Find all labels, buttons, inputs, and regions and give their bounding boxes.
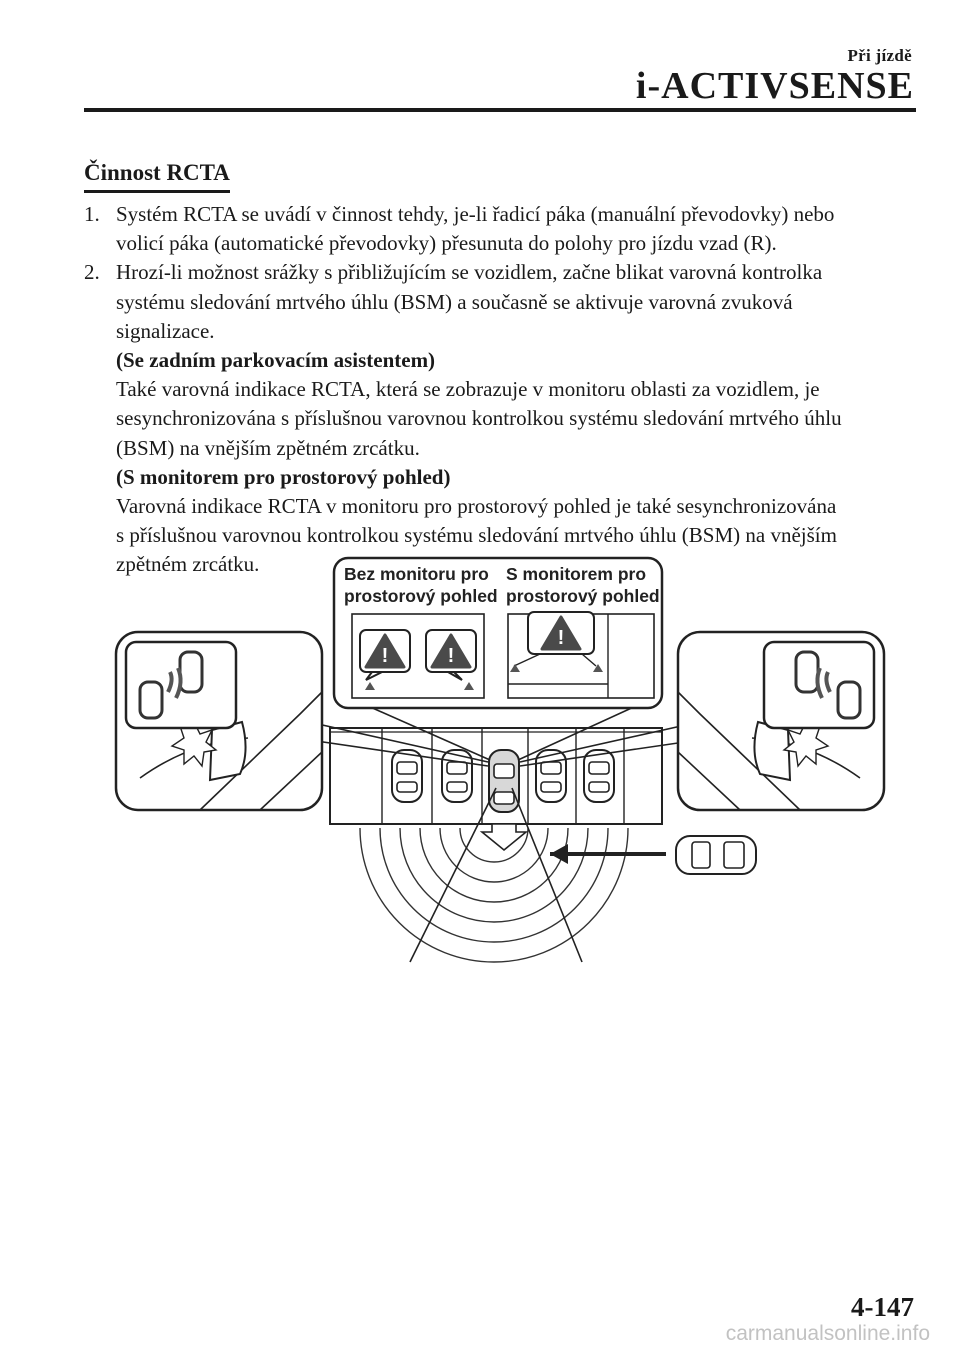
text-line: Systém RCTA se uvádí v činnost tehdy, je… [116,202,835,226]
text-line: systému sledování mrtvého úhlu (BSM) a s… [116,289,793,314]
label-with-surround-monitor: S monitorem pro [506,564,646,584]
monitor-callout: Bez monitoru pro prostorový pohled S mon… [332,556,664,710]
parked-car [391,749,423,803]
text-line: sesynchronizována s příslušnou varovnou … [116,406,842,431]
instruction-list: 1. Systém RCTA se uvádí v činnost tehdy,… [84,200,904,580]
bsm-other-car-icon [138,680,164,720]
warning-flash-icon [782,721,830,768]
own-vehicle [488,749,520,813]
label-without-surround-monitor: prostorový pohled [344,586,498,606]
page-number: 4-147 [851,1292,914,1322]
section-heading: Činnost RCTA [84,160,230,193]
watermark: carmanualsonline.info [725,1322,930,1345]
text-line: s příslušnou varovnou kontrolkou systému… [116,523,837,548]
text-line: volicí páka (automatické převodovky) pře… [116,231,777,256]
text-line: signalizace. [116,318,215,343]
sensor-range-arcs [359,827,629,963]
label-with-surround-monitor: prostorový pohled [506,586,660,606]
label-without-surround-monitor: Bez monitoru pro [344,564,489,584]
bsm-own-car-icon [178,650,204,694]
text-line: zpětném zrcátku. [116,552,260,577]
text-line: Varovná indikace RCTA v monitoru pro pro… [116,494,837,519]
bsm-own-car-icon [794,650,820,694]
warning-flash-icon [170,721,218,768]
text-line: Hrozí-li možnost srážky s přibližujícím … [116,260,823,285]
left-mirror-panel [114,630,324,812]
subsection-heading: (Se zadním parkovacím asistentem) [116,348,436,373]
approaching-vehicle [550,835,757,875]
parking-lot [329,727,663,852]
right-mirror-panel [676,630,886,812]
warning-icon: ! [558,627,565,649]
rcta-illustration: Bez monitoru pro prostorový pohled S mon… [110,552,890,972]
parked-car [583,749,615,803]
list-item-2: 2. Hrozí-li možnost srážky s přibližujíc… [84,258,904,579]
page-title: i-ACTIVSENSE [635,65,914,107]
warning-icon: ! [382,645,389,667]
warning-icon: ! [448,645,455,667]
item-number: 2. [84,260,100,285]
bsm-other-car-icon [836,680,862,720]
list-item-1: 1. Systém RCTA se uvádí v činnost tehdy,… [84,200,904,258]
chapter-label: Při jízdě [847,46,912,65]
text-line: Také varovná indikace RCTA, která se zob… [116,377,820,402]
header-rule [84,108,916,112]
reverse-direction-arrow [479,823,529,852]
item-number: 1. [84,202,100,226]
subsection-heading: (S monitorem pro prostorový pohled) [116,464,451,489]
text-line: (BSM) na vnějším zpětném zrcátku. [116,435,420,460]
